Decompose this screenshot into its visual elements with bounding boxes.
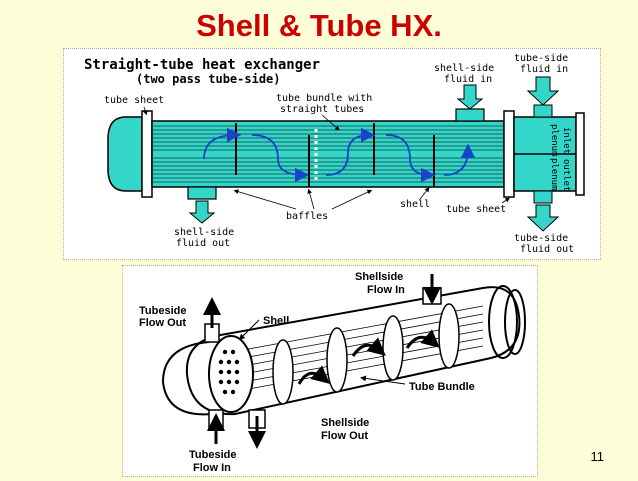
label-shell-out-2: fluid out — [176, 238, 230, 249]
shell-in-arrow — [456, 84, 484, 110]
tube-outlet-nozzle — [533, 190, 553, 204]
shell-outlet-nozzle — [187, 186, 217, 200]
right-cover — [575, 112, 585, 196]
label-shellside-flow-out-1: Shellside — [321, 417, 369, 429]
label-inlet-plenum: plenum — [549, 124, 559, 157]
cutaway-leader-lines — [238, 319, 406, 385]
left-head — [107, 116, 143, 192]
label-tube-in-2: fluid in — [520, 64, 568, 75]
label-shell-in-1: shell-side — [434, 63, 494, 74]
diagram-title: Straight-tube heat exchanger — [84, 57, 320, 73]
front-tube-sheet — [208, 335, 254, 413]
cutaway-diagram-panel: Shellside Flow In Tubeside Flow Out Shel… — [122, 265, 538, 477]
shell-flow-arrows — [203, 127, 476, 183]
diagram-subtitle: (two pass tube-side) — [136, 72, 281, 86]
label-tubeside-flow-out-1: Tubeside — [139, 305, 186, 317]
tube-out-arrow — [526, 204, 560, 232]
tube-bundle — [152, 125, 504, 183]
label-baffles: baffles — [286, 211, 328, 222]
left-tube-sheet — [141, 110, 153, 198]
channel-head — [161, 341, 214, 416]
shell-inlet-nozzle — [455, 108, 485, 122]
tube-in-arrow — [526, 76, 560, 106]
label-tube-sheet-right: tube sheet — [446, 204, 506, 215]
label-shellside-flow-in-2: Flow In — [367, 284, 405, 296]
label-shellside-flow-in-1: Shellside — [355, 271, 403, 283]
label-tube-out-1: tube-side — [514, 233, 568, 244]
label-outlet-plenum: plenum — [549, 158, 559, 191]
right-tube-sheet — [503, 110, 515, 198]
label-shell-in-2: fluid in — [444, 74, 492, 85]
label-tube-in-1: tube-side — [514, 53, 568, 64]
label-tube-bundle-1: tube bundle with — [276, 93, 372, 104]
slide-title: Shell & Tube HX. — [196, 8, 442, 43]
tube-holes — [218, 349, 240, 395]
label-tube-bundle: Tube Bundle — [409, 381, 475, 393]
cutaway-shell — [185, 285, 526, 416]
label-tube-sheet-left: tube sheet — [104, 95, 164, 106]
label-tubeside-flow-in-2: Flow In — [193, 462, 231, 474]
label-inlet: inlet — [561, 127, 571, 154]
straight-tube-diagram-panel: Straight-tube heat exchanger (two pass t… — [63, 48, 601, 260]
label-tubeside-flow-in-1: Tubeside — [189, 449, 236, 461]
label-tube-out-2: fluid out — [520, 244, 574, 255]
label-tubeside-flow-out-2: Flow Out — [139, 317, 186, 329]
label-shell: Shell — [263, 315, 289, 327]
label-shell: shell — [400, 199, 430, 210]
label-shell-out-1: shell-side — [174, 227, 234, 238]
cutaway-flow-arrows — [297, 329, 440, 385]
cutaway-baffles — [272, 303, 460, 405]
label-tube-bundle-2: straight tubes — [280, 104, 364, 115]
leader-lines — [142, 106, 510, 210]
label-shellside-flow-out-2: Flow Out — [321, 430, 368, 442]
shell-body — [151, 120, 505, 188]
tube-inlet-nozzle — [533, 104, 553, 118]
straight-tube-diagram: Straight-tube heat exchanger (two pass t… — [84, 53, 585, 255]
cutaway-diagram: Shellside Flow In Tubeside Flow Out Shel… — [139, 271, 526, 474]
page-number: 11 — [590, 449, 605, 464]
shell-out-arrow — [188, 200, 216, 224]
label-outlet: outlet — [561, 159, 571, 192]
